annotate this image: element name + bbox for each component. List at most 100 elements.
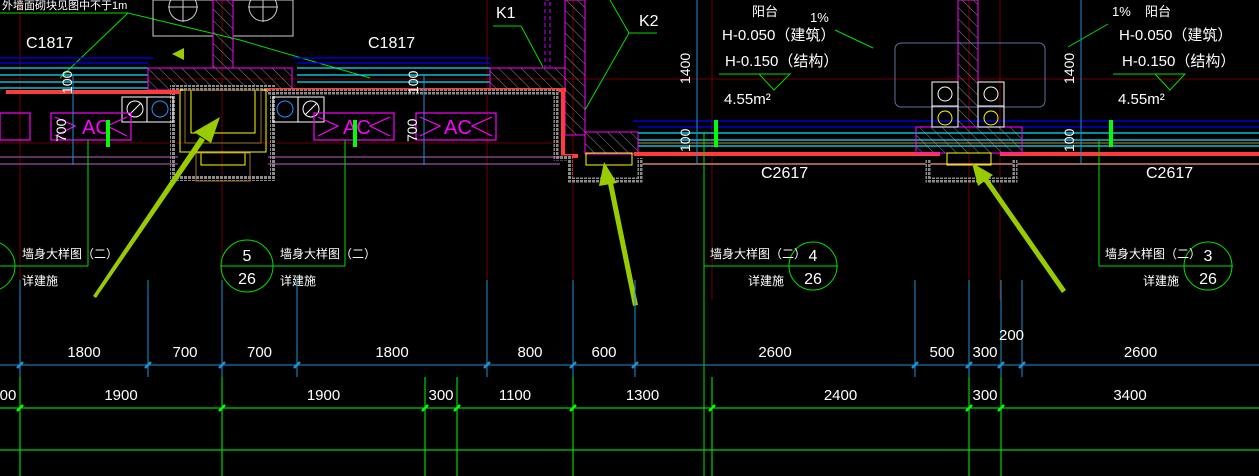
svg-text:1%: 1% [1112, 4, 1131, 19]
window-bands [0, 57, 1259, 165]
dim-vertical: 700 [53, 118, 69, 142]
dim-value: 2600 [758, 344, 791, 361]
detail-ref-3: 3 26 墙身大样图（二） 详建施 [1099, 241, 1233, 291]
dim-value: 1900 [104, 387, 137, 404]
dim-tick [708, 404, 716, 412]
annotation-arrows [93, 117, 1066, 306]
dim-tick [997, 361, 1005, 369]
dim-value: 2600 [1124, 344, 1157, 361]
dim-value: 600 [591, 344, 616, 361]
condenser-units [121, 96, 325, 123]
svg-text:墙身大样图（二）: 墙身大样图（二） [1105, 246, 1201, 261]
detail-ref-partial: 墙身大样图（二） 详建施 [0, 242, 118, 290]
leader-line [0, 12, 371, 79]
callout-k2: K2 [639, 13, 659, 30]
dim-value: 1800 [67, 344, 100, 361]
dim-tick [965, 404, 973, 412]
detail-ref-4: 4 26 墙身大样图（二） 详建施 [704, 241, 838, 291]
dim-tick [293, 361, 301, 369]
balcony-annotation-2: 阳台 H-0.050（建筑） 1% H-0.150（结构） 4.55m² [1067, 4, 1235, 108]
dim-value: 2400 [824, 387, 857, 404]
leader-line [493, 25, 544, 68]
dim-value: 1100 [499, 387, 531, 404]
marker-bar [1109, 120, 1113, 147]
dim-tick [421, 404, 429, 412]
dim-value: 300 [428, 387, 453, 404]
marker-bar [353, 120, 357, 147]
dim-tick [483, 361, 491, 369]
dim-tick [965, 361, 973, 369]
dim-vertical: 100 [1061, 128, 1077, 152]
dim-tick [218, 361, 226, 369]
dim-value: 300 [972, 344, 997, 361]
dim-tick [218, 404, 226, 412]
dim-value: 800 [517, 344, 542, 361]
dim-value: 00 [0, 387, 16, 404]
dim-vertical: 1400 [677, 53, 693, 84]
leader-line [609, 0, 630, 34]
dim-vertical: 700 [404, 118, 420, 142]
ac-units [0, 112, 497, 141]
window-label: C2617 [1146, 165, 1193, 182]
dim-tick [569, 404, 577, 412]
dim-tick [144, 361, 152, 369]
dim-vertical: 100 [677, 128, 693, 152]
svg-text:4.55m²: 4.55m² [724, 91, 771, 108]
ac-label: AC [82, 117, 110, 139]
window-label: C1817 [368, 35, 415, 52]
svg-text:26: 26 [804, 271, 822, 288]
interior-lines [0, 156, 560, 165]
shaft-left [170, 85, 276, 182]
shaft-mid [585, 152, 633, 166]
block-walls [268, 89, 1018, 183]
dim-value: 500 [929, 344, 954, 361]
dim-vertical: 1400 [1061, 53, 1077, 84]
balcony-annotation-1: 阳台 H-0.050（建筑） 1% H-0.150（结构） 4.55m² [719, 4, 874, 108]
dim-vertical: 100 [59, 70, 75, 94]
svg-text:26: 26 [1199, 271, 1217, 288]
marker-triangle [172, 48, 184, 60]
dim-value: 200 [999, 327, 1024, 344]
wall-left [147, 0, 639, 155]
svg-text:详建施: 详建施 [280, 273, 316, 288]
svg-text:4.55m²: 4.55m² [1118, 91, 1165, 108]
svg-text:H-0.050（建筑）: H-0.050（建筑） [722, 27, 835, 44]
svg-text:H-0.050（建筑）: H-0.050（建筑） [1119, 27, 1232, 44]
dim-tick [997, 404, 1005, 412]
window-label: C1817 [26, 35, 73, 52]
dim-tick [631, 361, 639, 369]
svg-text:墙身大样图（二）: 墙身大样图（二） [710, 246, 806, 261]
marker-bar [714, 120, 718, 147]
svg-text:详建施: 详建施 [748, 273, 784, 288]
dim-value: 300 [972, 387, 997, 404]
svg-text:H-0.150（结构）: H-0.150（结构） [1122, 53, 1235, 70]
dim-tick [911, 361, 919, 369]
svg-text:26: 26 [238, 271, 256, 288]
svg-text:详建施: 详建施 [1143, 273, 1179, 288]
svg-text:阳台: 阳台 [752, 4, 778, 19]
svg-text:4: 4 [809, 248, 818, 265]
svg-text:详建施: 详建施 [22, 273, 58, 288]
ac-label: AC [444, 117, 472, 139]
dim-value: 1800 [375, 344, 408, 361]
callout-k1: K1 [496, 5, 516, 22]
dim-tick [453, 404, 461, 412]
svg-text:阳台: 阳台 [1145, 4, 1171, 19]
wall-center-right [894, 0, 1046, 166]
detail-ref-5: 5 26 墙身大样图（二） 详建施 [220, 239, 376, 293]
leader-line [59, 12, 129, 79]
svg-text:墙身大样图（二）: 墙身大样图（二） [280, 246, 376, 261]
dim-tick [16, 361, 24, 369]
svg-text:墙身大样图（二）: 墙身大样图（二） [22, 246, 118, 261]
dim-value: 1900 [307, 387, 340, 404]
dim-value: 700 [247, 344, 272, 361]
window-label: C2617 [761, 165, 808, 182]
leader-line [584, 32, 657, 111]
svg-text:1%: 1% [810, 10, 829, 25]
dim-tick [16, 404, 24, 412]
dim-vertical: 100 [405, 70, 421, 94]
dim-tick [569, 361, 577, 369]
top-note-text: 外墙面砌块见图中不于1m [2, 0, 127, 12]
